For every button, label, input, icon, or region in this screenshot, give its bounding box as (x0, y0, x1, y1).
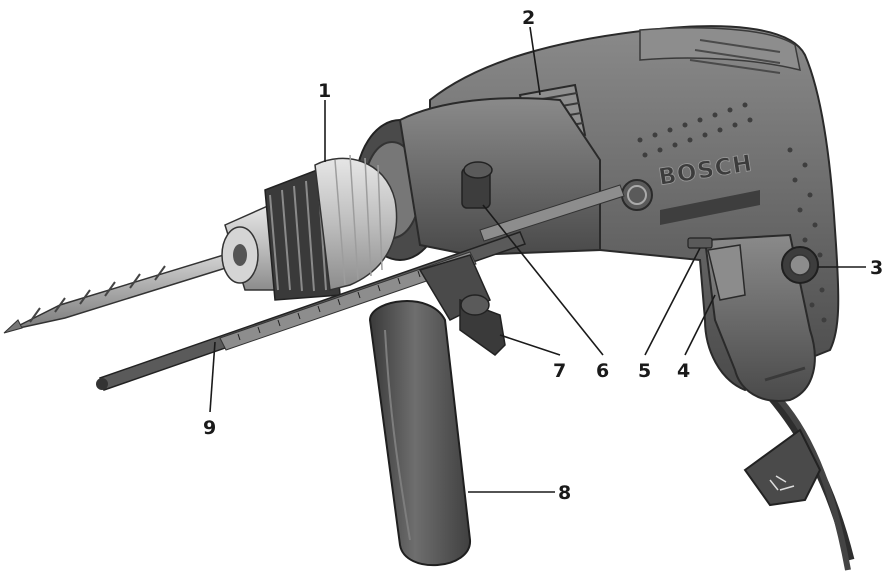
callout-5: 5 (638, 360, 651, 382)
depth-stop-rod (96, 231, 526, 391)
on-off-switch (707, 244, 746, 301)
auxiliary-handle (368, 300, 472, 566)
callout-7: 7 (553, 360, 566, 382)
callout-labels: 1 2 3 4 5 6 7 8 9 (203, 7, 883, 504)
callout-2: 2 (522, 7, 535, 29)
callout-3: 3 (870, 257, 883, 279)
callout-1: 1 (318, 80, 331, 102)
callout-4: 4 (677, 360, 690, 382)
callout-9: 9 (203, 417, 216, 439)
cord-strain-relief (743, 428, 822, 507)
speed-preselection-wheel (781, 246, 819, 284)
drill-chuck (221, 154, 398, 301)
depth-stop-clamp (461, 161, 493, 209)
drill-bit (3, 249, 247, 334)
power-cord (743, 392, 855, 571)
leader-lines (209, 26, 866, 493)
auxiliary-handle-clamp (418, 254, 506, 356)
lock-on-button (687, 237, 713, 249)
callout-6: 6 (596, 360, 609, 382)
depth-scale-rod (479, 184, 625, 242)
callout-8: 8 (558, 482, 571, 504)
